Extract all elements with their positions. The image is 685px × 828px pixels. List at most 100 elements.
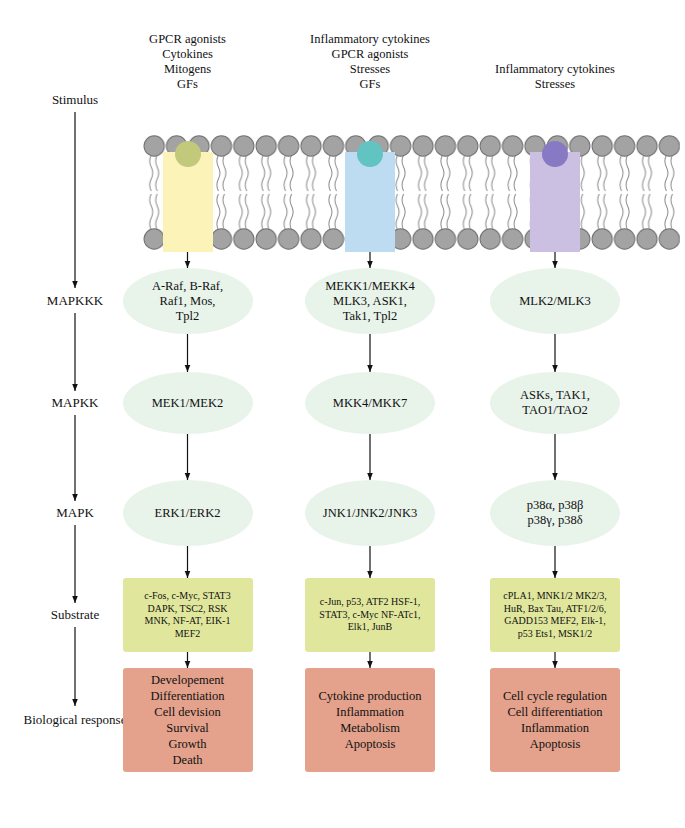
membrane-inner-leaflet [143, 193, 680, 250]
flow-arrow [554, 334, 555, 372]
flow-arrow [187, 652, 188, 668]
stimulus-text: GPCR agonists [103, 32, 273, 47]
node-text: Survival [150, 720, 224, 736]
node-text: A-Raf, B-Raf, Raf1, Mos, Tpl2 [149, 279, 227, 324]
text-group: p38α, p38β p38γ, p38δ [522, 498, 588, 528]
kinase-ellipse: ASKs, TAK1, TAO1/TAO2 [490, 372, 620, 434]
text-group: ERK1/ERK2 [138, 506, 238, 521]
ligand-circle [542, 141, 568, 167]
ligand-circle [175, 141, 201, 167]
text-group: GPCR agonistsCytokinesMitogensGFs [103, 32, 273, 92]
ellipse-fill [123, 268, 253, 334]
text-group: Inflammatory cytokinesStresses [470, 62, 640, 92]
substrate-box: c-Jun, p53, ATF2 HSF-1, STAT3, c-Myc NF-… [305, 578, 435, 652]
flow-arrow [554, 434, 555, 480]
node-text: Cell differentiation [503, 704, 607, 720]
node-text: Metabolism [318, 720, 421, 736]
node-text: ASKs, TAK1, TAO1/TAO2 [513, 388, 597, 418]
kinase-ellipse: p38α, p38β p38γ, p38δ [490, 480, 620, 546]
kinase-ellipse: ERK1/ERK2 [123, 480, 253, 546]
node-text: Differentiation [150, 688, 224, 704]
ellipse-fill [123, 480, 253, 546]
text-group: DevelopementDifferentiationCell devision… [150, 672, 224, 768]
receptor: Inflammatory cytokinesGPCR agonistsStres… [345, 152, 395, 252]
node-text: Death [150, 752, 224, 768]
substrate-box: cPLA1, MNK1/2 MK2/3, HuR, Bax Tau, ATF1/… [490, 578, 620, 652]
flow-arrow [554, 652, 555, 668]
ligand-circle [357, 141, 383, 167]
node-text: Cell devision [150, 704, 224, 720]
node-text: MKK4/MKK7 [320, 396, 420, 411]
text-group: ASKs, TAK1, TAO1/TAO2 [513, 388, 597, 418]
flow-arrow [369, 434, 370, 480]
axis-arrow [74, 112, 75, 288]
node-text: c-Fos, c-Myc, STAT3 DAPK, TSC2, RSK MNK,… [138, 590, 238, 640]
node-text: Cell cycle regulation [503, 688, 607, 704]
text-group: MEK1/MEK2 [138, 396, 238, 411]
ellipse-fill [490, 480, 620, 546]
response-box: Cytokine productionInflammationMetabolis… [305, 668, 435, 772]
node-text: cPLA1, MNK1/2 MK2/3, HuR, Bax Tau, ATF1/… [502, 590, 608, 640]
axis-arrow [74, 313, 75, 391]
axis-arrow [74, 415, 75, 501]
stimulus-text: GFs [103, 77, 273, 92]
kinase-ellipse: MLK2/MLK3 [490, 268, 620, 334]
membrane-outer-leaflet [143, 135, 680, 192]
ellipse-fill [490, 372, 620, 434]
flow-arrow [369, 652, 370, 668]
stimulus-text: Cytokines [103, 47, 273, 62]
ellipse-fill [123, 372, 253, 434]
stimulus-text: GFs [285, 77, 455, 92]
node-text: MEKK1/MEKK4 MLK3, ASK1, Tak1, Tpl2 [322, 279, 418, 324]
axis-arrow [74, 627, 75, 706]
ellipse-fill [305, 268, 435, 334]
stimulus-text: Mitogens [103, 62, 273, 77]
node-text: ERK1/ERK2 [138, 506, 238, 521]
text-group: JNK1/JNK2/JNK3 [315, 506, 425, 521]
text-group: Cell cycle regulationCell differentiatio… [503, 688, 607, 752]
stimulus-text: Inflammatory cytokines [470, 62, 640, 77]
node-text: Developement [150, 672, 224, 688]
text-group: Cytokine productionInflammationMetabolis… [318, 688, 421, 752]
node-text: p38α, p38β p38γ, p38δ [522, 498, 588, 528]
flow-arrow [187, 434, 188, 480]
node-text: Cytokine production [318, 688, 421, 704]
text-group: Inflammatory cytokinesGPCR agonistsStres… [285, 32, 455, 92]
node-text: MLK2/MLK3 [505, 294, 605, 309]
stimulus-text: GPCR agonists [285, 47, 455, 62]
flow-arrow [187, 252, 188, 268]
stimulus-text: Inflammatory cytokines [285, 32, 455, 47]
receptor: GPCR agonistsCytokinesMitogensGFs [163, 152, 213, 252]
substrate-box: c-Fos, c-Myc, STAT3 DAPK, TSC2, RSK MNK,… [123, 578, 253, 652]
text-group: c-Jun, p53, ATF2 HSF-1, STAT3, c-Myc NF-… [318, 596, 422, 634]
node-text: c-Jun, p53, ATF2 HSF-1, STAT3, c-Myc NF-… [318, 596, 422, 634]
text-group: cPLA1, MNK1/2 MK2/3, HuR, Bax Tau, ATF1/… [502, 590, 608, 640]
ellipse-fill [305, 372, 435, 434]
text-group: c-Fos, c-Myc, STAT3 DAPK, TSC2, RSK MNK,… [138, 590, 238, 640]
receptor: Inflammatory cytokinesStresses [530, 152, 580, 252]
text-group: MEKK1/MEKK4 MLK3, ASK1, Tak1, Tpl2 [322, 279, 418, 324]
node-text: Apoptosis [318, 736, 421, 752]
node-text: JNK1/JNK2/JNK3 [315, 506, 425, 521]
kinase-ellipse: MKK4/MKK7 [305, 372, 435, 434]
flow-arrow [554, 546, 555, 578]
flow-arrow [369, 252, 370, 268]
kinase-ellipse: MEK1/MEK2 [123, 372, 253, 434]
stimulus-text: Stresses [470, 77, 640, 92]
flow-arrow [369, 546, 370, 578]
text-group: MKK4/MKK7 [320, 396, 420, 411]
axis-label: Stimulus [0, 91, 150, 109]
node-text: Growth [150, 736, 224, 752]
ligand [541, 140, 569, 168]
stimulus-text: Stresses [285, 62, 455, 77]
text-group: MLK2/MLK3 [505, 294, 605, 309]
node-text: Inflammation [503, 720, 607, 736]
ellipse-fill [305, 480, 435, 546]
flow-arrow [369, 334, 370, 372]
node-text: Inflammation [318, 704, 421, 720]
response-box: Cell cycle regulationCell differentiatio… [490, 668, 620, 772]
node-text: MEK1/MEK2 [138, 396, 238, 411]
ligand [356, 140, 384, 168]
